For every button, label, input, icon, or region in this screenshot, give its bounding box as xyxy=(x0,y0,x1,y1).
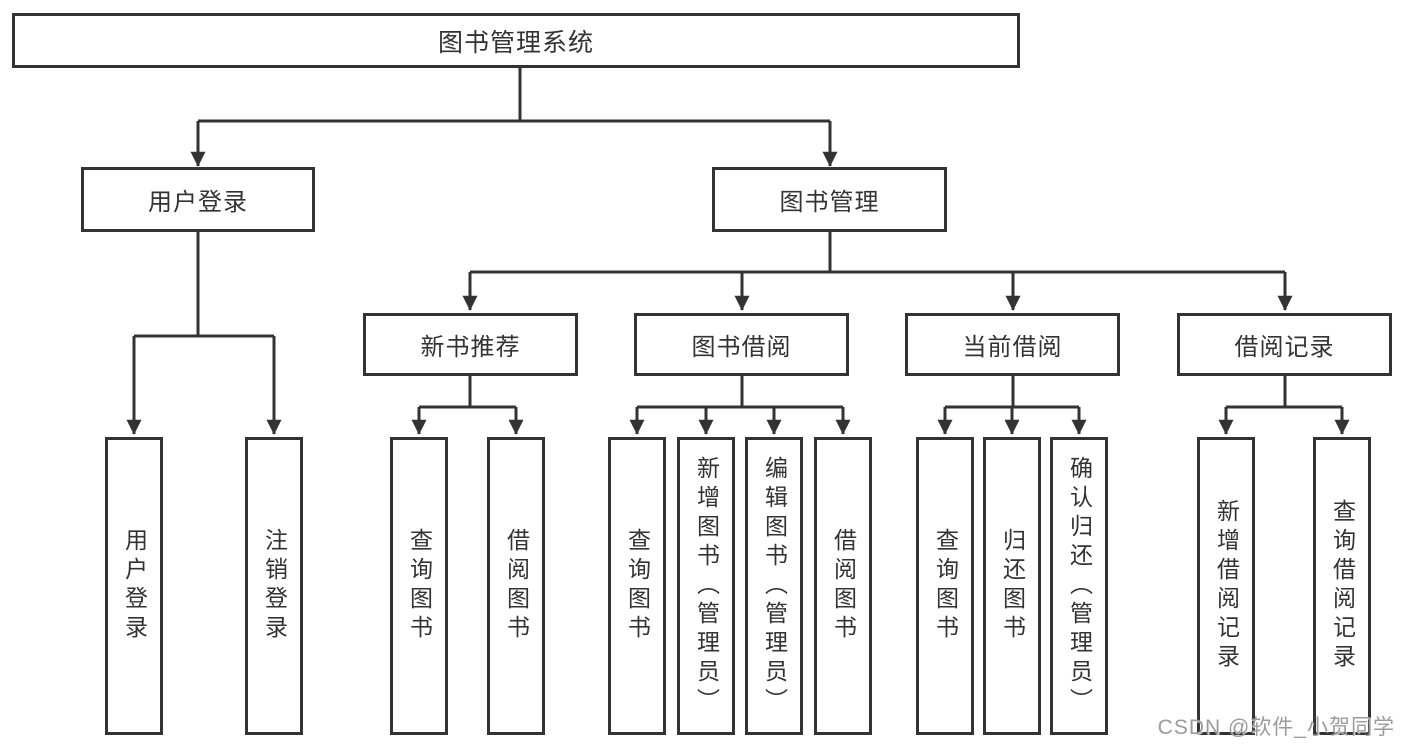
node-label: 归还图书 xyxy=(999,528,1026,644)
node-label: 查询借阅记录 xyxy=(1329,499,1356,673)
node-label: 当前借阅 xyxy=(962,334,1063,361)
node-leaf-query-borrow-record: 查询借阅记录 xyxy=(1313,437,1371,735)
node-borrowing-records: 借阅记录 xyxy=(1177,313,1392,376)
node-leaf-add-borrow-record: 新增借阅记录 xyxy=(1197,437,1255,735)
node-label: 查询图书 xyxy=(932,528,959,644)
node-label: 图书管理系统 xyxy=(437,28,594,57)
node-user-login: 用户登录 xyxy=(81,167,315,232)
node-label: 注销登录 xyxy=(261,528,288,644)
node-book-management: 图书管理 xyxy=(712,167,947,232)
node-label: 借阅图书 xyxy=(503,528,530,644)
node-leaf-borrow-books-borrowing: 借阅图书 xyxy=(814,437,872,735)
node-new-book-recommendation: 新书推荐 xyxy=(363,313,578,376)
node-label: 新增借阅记录 xyxy=(1213,499,1240,673)
node-leaf-confirm-return-admin: 确认归还（管理员） xyxy=(1050,437,1108,735)
node-book-management-system: 图书管理系统 xyxy=(12,13,1020,68)
node-leaf-edit-books-admin: 编辑图书（管理员） xyxy=(745,437,803,735)
node-current-borrowing: 当前借阅 xyxy=(905,313,1120,376)
node-label: 新书推荐 xyxy=(420,334,521,361)
node-leaf-query-books-current: 查询图书 xyxy=(916,437,974,735)
node-leaf-add-books-admin: 新增图书（管理员） xyxy=(677,437,735,735)
node-leaf-user-login: 用户登录 xyxy=(105,437,163,735)
node-leaf-return-books: 归还图书 xyxy=(983,437,1041,735)
node-label: 编辑图书（管理员） xyxy=(761,455,788,717)
node-label: 查询图书 xyxy=(624,528,651,644)
node-leaf-logout-login: 注销登录 xyxy=(245,437,303,735)
node-leaf-borrow-books-recommend: 借阅图书 xyxy=(487,437,545,735)
node-label: 确认归还（管理员） xyxy=(1066,455,1093,717)
node-label: 借阅记录 xyxy=(1234,334,1335,361)
node-label: 查询图书 xyxy=(406,528,433,644)
node-label: 用户登录 xyxy=(121,528,148,644)
node-label: 图书管理 xyxy=(779,189,880,216)
node-leaf-query-books-borrowing: 查询图书 xyxy=(608,437,666,735)
node-leaf-query-books-recommend: 查询图书 xyxy=(390,437,448,735)
node-label: 用户登录 xyxy=(148,189,248,216)
node-label: 借阅图书 xyxy=(830,528,857,644)
node-label: 图书借阅 xyxy=(691,334,792,361)
node-book-borrowing: 图书借阅 xyxy=(634,313,849,376)
watermark-text: CSDN @软件_小贺同学 xyxy=(1157,716,1395,739)
node-label: 新增图书（管理员） xyxy=(693,455,720,717)
